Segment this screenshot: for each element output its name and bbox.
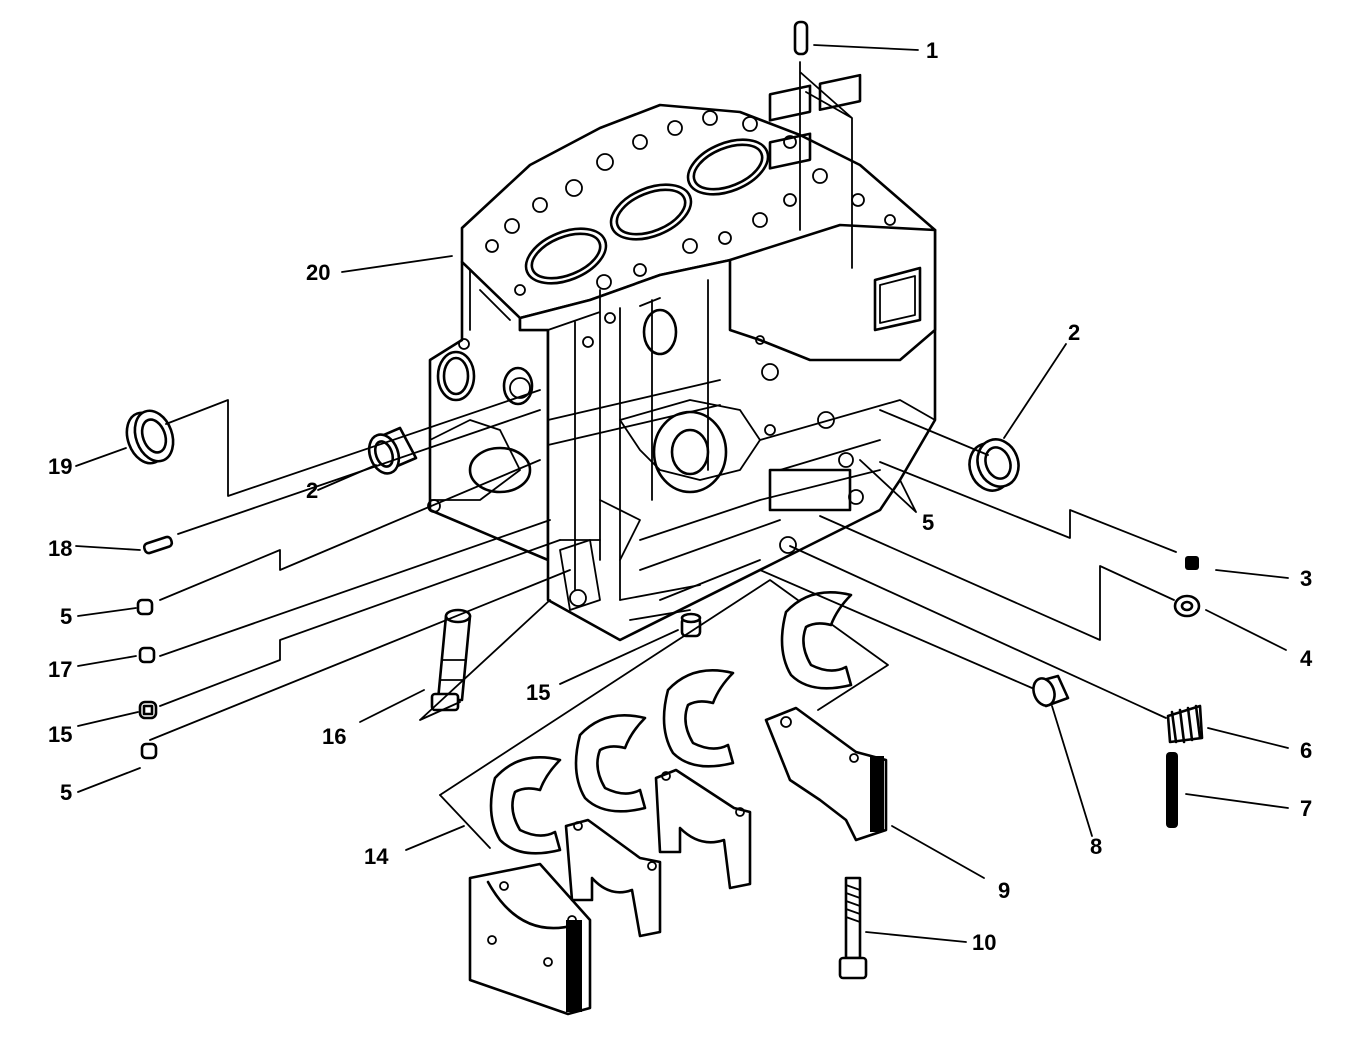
callout-16: 16	[322, 724, 346, 749]
plug-15-middle	[680, 612, 702, 638]
shell-3	[662, 669, 735, 768]
callout-4: 4	[1300, 646, 1313, 671]
plug-4	[1173, 594, 1201, 618]
deck-holes	[485, 110, 896, 296]
bearing-cap-2	[564, 818, 662, 938]
callout-5-right: 5	[922, 510, 934, 535]
callout-14: 14	[364, 844, 389, 869]
callout-2-right: 2	[1068, 320, 1080, 345]
main-cap-bolt	[838, 876, 868, 980]
callout-5-lower: 5	[60, 780, 72, 805]
callout-17: 17	[48, 657, 72, 682]
cam-bushing	[367, 426, 418, 475]
shell-2	[574, 714, 647, 813]
plug-15-left	[138, 700, 158, 720]
dowel-pin	[793, 20, 809, 56]
callout-8: 8	[1090, 834, 1102, 859]
callout-5-upper: 5	[60, 604, 72, 629]
bearing-cap-rear	[764, 706, 888, 842]
bearing-cap-front	[468, 862, 592, 1016]
callout-1: 1	[926, 38, 938, 63]
main-bearing-shells	[439, 579, 889, 855]
callout-6: 6	[1300, 738, 1312, 763]
pin-18	[142, 535, 174, 555]
callout-2-left: 2	[306, 478, 318, 503]
callout-10: 10	[972, 930, 996, 955]
bearing-cap-3	[654, 768, 752, 890]
plug-3	[1185, 556, 1199, 570]
shell-4	[780, 591, 853, 690]
callout-15-middle: 15	[526, 680, 550, 705]
rear-oil-seal	[125, 409, 175, 465]
rod-7	[1166, 752, 1178, 828]
cylinder-block	[427, 73, 937, 642]
callout-9: 9	[998, 878, 1010, 903]
leader-lines	[75, 44, 1289, 943]
shell-1	[489, 756, 562, 855]
seal-ring-right	[968, 438, 1020, 492]
callout-labels: 1 20 2 2 19 5 18 5 17 15 5 16 15 3 4 6 7…	[48, 38, 1313, 955]
plug-17	[138, 646, 156, 664]
callout-20: 20	[306, 260, 330, 285]
callout-18: 18	[48, 536, 72, 561]
callout-19: 19	[48, 454, 72, 479]
plug-5-lower	[140, 742, 158, 760]
oil-pipe	[430, 608, 472, 712]
callout-3: 3	[1300, 566, 1312, 591]
spring-6	[1166, 704, 1204, 744]
bushing-8	[1032, 674, 1070, 708]
callout-15-left: 15	[48, 722, 72, 747]
plug-5-upper	[136, 598, 154, 616]
callout-7: 7	[1300, 796, 1312, 821]
